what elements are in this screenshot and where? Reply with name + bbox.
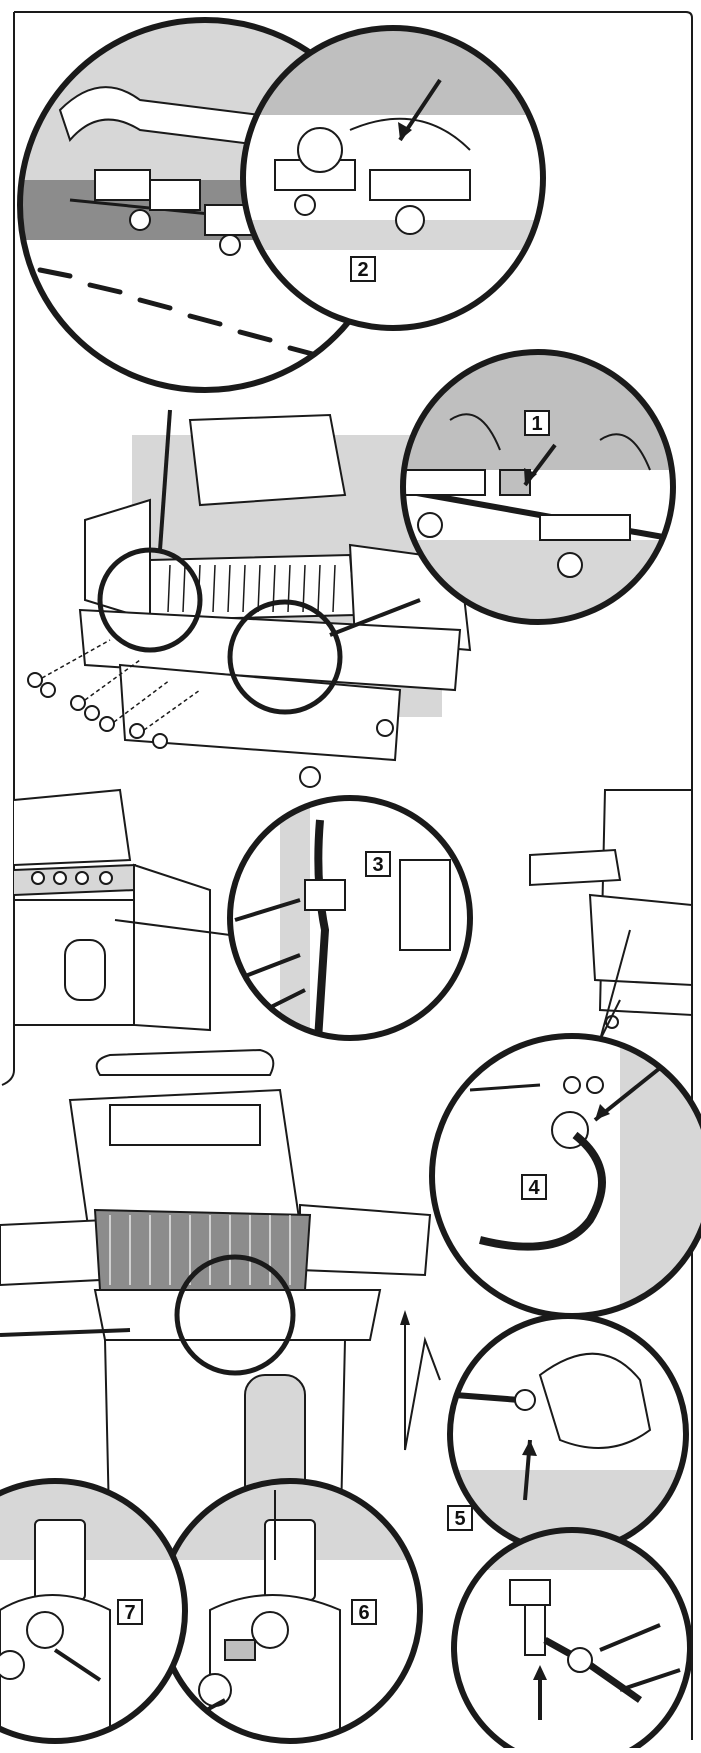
step-2-badge: [350, 256, 376, 282]
step-4-detail: 4: [429, 1033, 701, 1319]
step-2-label: 2: [357, 259, 368, 281]
grill-side-cabinet-illustration: [13, 788, 331, 1032]
step-3-detail: 3: [227, 795, 473, 1041]
page-frame: [1, 11, 693, 1740]
grill-right-side-illustration: [529, 789, 693, 1041]
step-7-label: 7: [124, 1602, 135, 1624]
grill-bottom-illustration: [0, 1048, 441, 1561]
step-6-detail: 6: [157, 1478, 423, 1744]
step-4-badge: [521, 1174, 547, 1200]
step-3-badge: [365, 851, 391, 877]
step-6-badge: [351, 1599, 377, 1625]
step-5-lower-detail: [451, 1527, 693, 1753]
grill-top-illustration: [27, 409, 472, 788]
step-5-label: 5: [454, 1508, 465, 1530]
connector-lines: [274, 999, 621, 1560]
step-7-badge: [117, 1599, 143, 1625]
step-2-detail: 2: [240, 25, 546, 331]
step-3-label: 3: [372, 854, 383, 876]
step-4-label: 4: [528, 1177, 540, 1199]
step-1-badge: [524, 410, 550, 436]
step-1-label: 1: [531, 413, 542, 435]
step-6-label: 6: [358, 1602, 369, 1624]
step-5-badge: [447, 1505, 473, 1531]
step-5-upper-detail: [447, 1313, 689, 1555]
